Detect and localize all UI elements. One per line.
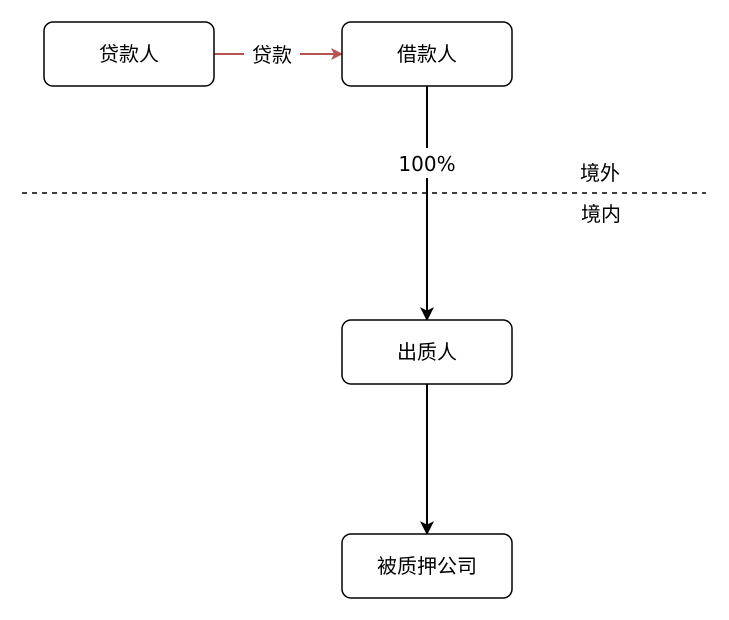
onshore-label: 境内	[581, 202, 621, 226]
pledged-company-label: 被质押公司	[377, 554, 477, 578]
borrower-label: 借款人	[397, 42, 457, 66]
ownership-label: 100%	[398, 152, 455, 176]
borrower-node[interactable]: 借款人	[341, 21, 513, 87]
loan-label-bg	[244, 40, 300, 68]
ownership-label-bg	[392, 148, 462, 178]
pledgor-label: 出质人	[397, 340, 457, 364]
pledged-company-node[interactable]: 被质押公司	[341, 533, 513, 599]
pledgor-node[interactable]: 出质人	[341, 319, 513, 385]
lender-label: 贷款人	[99, 42, 159, 66]
loan-label: 贷款	[252, 43, 292, 67]
offshore-label: 境外	[580, 161, 620, 185]
lender-node[interactable]: 贷款人	[43, 21, 215, 87]
